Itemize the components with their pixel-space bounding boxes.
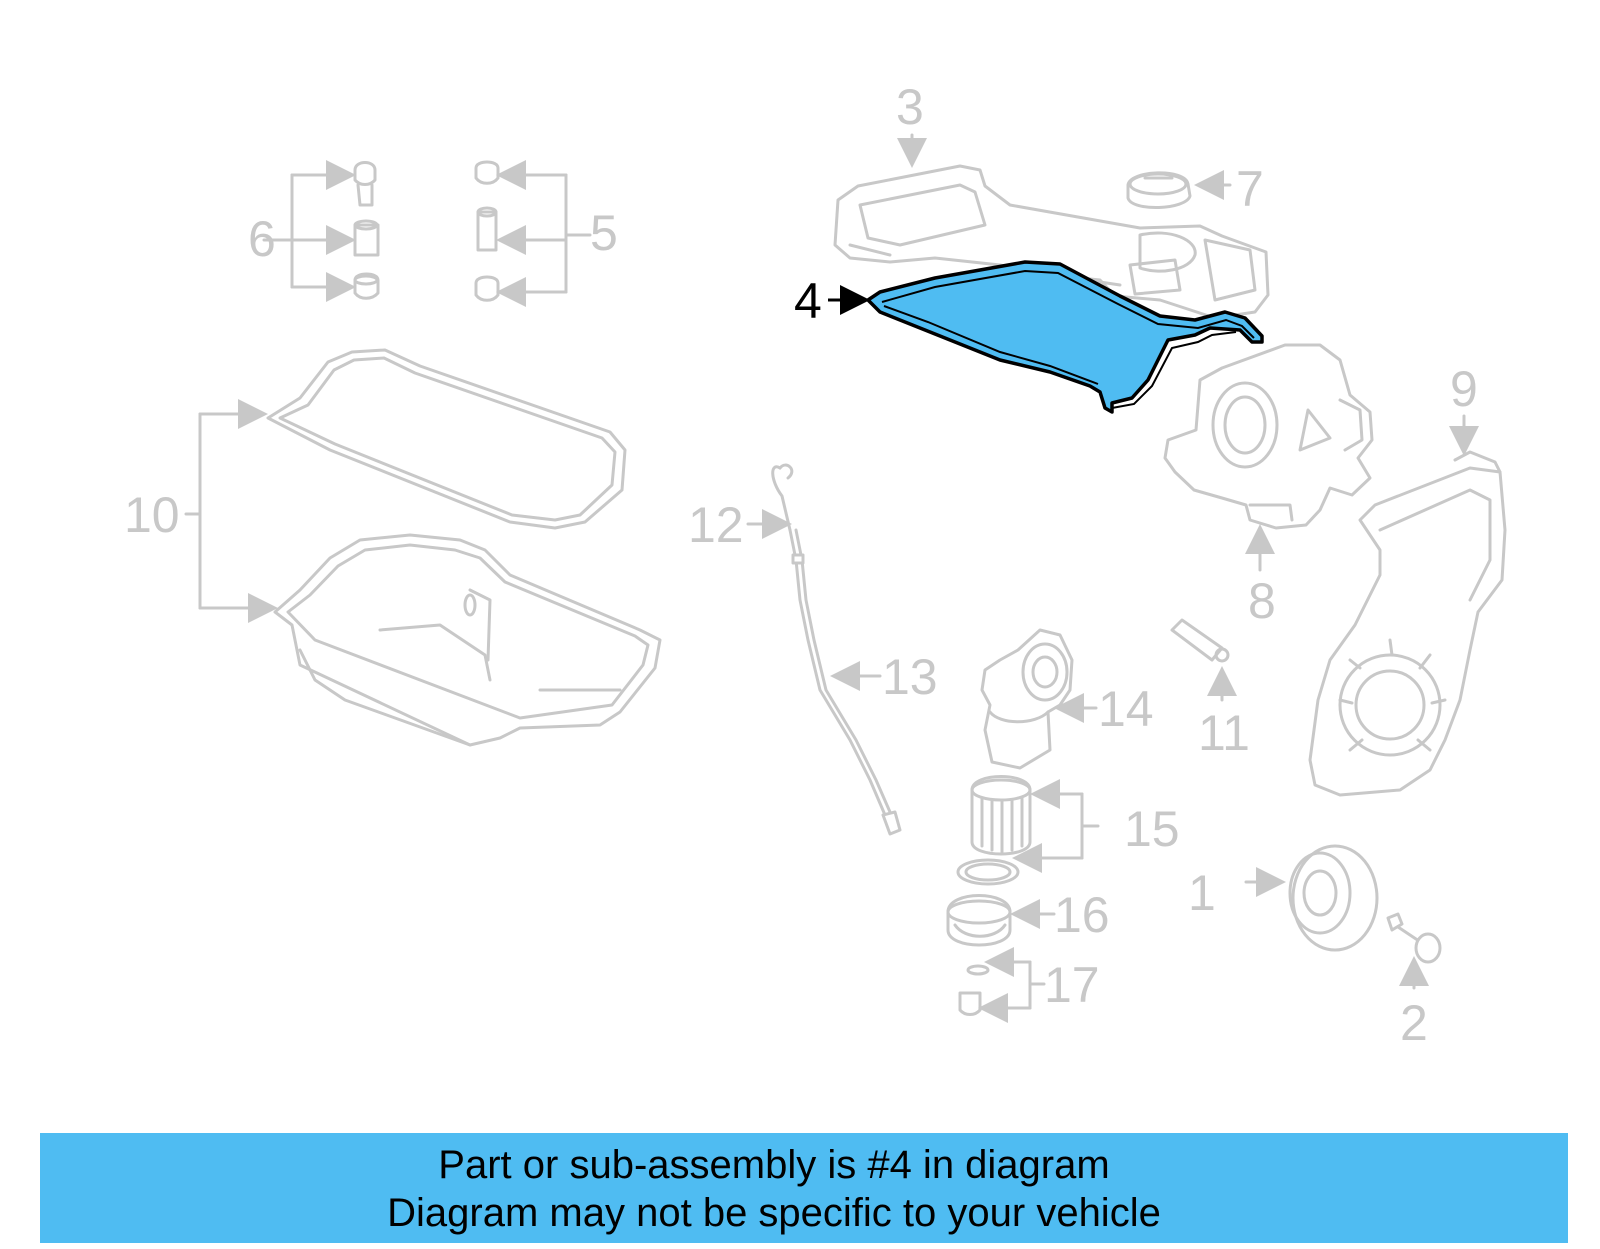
part-2-bolt[interactable] bbox=[1386, 912, 1442, 964]
part-12-13-dipstick[interactable] bbox=[771, 463, 902, 836]
callout-6[interactable]: 6 bbox=[248, 211, 276, 267]
caption-line-2: Diagram may not be specific to your vehi… bbox=[387, 1191, 1161, 1235]
callout-13[interactable]: 13 bbox=[882, 649, 938, 705]
part-16-filter-cap[interactable] bbox=[946, 894, 1012, 947]
part-5-fasteners[interactable] bbox=[474, 160, 500, 302]
part-4-gasket-highlighted[interactable] bbox=[866, 260, 1264, 414]
caption-banner: Part or sub-assembly is #4 in diagram Di… bbox=[40, 1133, 1568, 1243]
caption-line-1: Part or sub-assembly is #4 in diagram bbox=[438, 1143, 1110, 1187]
part-6-fasteners[interactable] bbox=[353, 161, 380, 300]
callout-2[interactable]: 2 bbox=[1400, 995, 1428, 1051]
callout-14[interactable]: 14 bbox=[1098, 681, 1154, 737]
callout-16[interactable]: 16 bbox=[1054, 887, 1110, 943]
callout-5[interactable]: 5 bbox=[590, 205, 618, 261]
callout-4[interactable]: 4 bbox=[794, 273, 822, 329]
callout-9[interactable]: 9 bbox=[1450, 361, 1478, 417]
part-14-filter-housing[interactable] bbox=[980, 628, 1074, 770]
callout-12[interactable]: 12 bbox=[688, 497, 744, 553]
part-15-filter[interactable] bbox=[956, 775, 1032, 886]
callout-8[interactable]: 8 bbox=[1248, 573, 1276, 629]
leader-lines bbox=[184, 133, 1479, 1023]
callout-17[interactable]: 17 bbox=[1044, 957, 1100, 1013]
callout-10[interactable]: 10 bbox=[124, 487, 180, 543]
callout-11[interactable]: 11 bbox=[1198, 705, 1250, 761]
part-1-pulley[interactable] bbox=[1288, 844, 1379, 952]
callout-1[interactable]: 1 bbox=[1188, 865, 1216, 921]
part-8-housing[interactable] bbox=[1163, 343, 1374, 530]
part-11-sensor[interactable] bbox=[1170, 618, 1230, 663]
part-7-cap[interactable] bbox=[1126, 171, 1192, 209]
part-9-timing-cover[interactable] bbox=[1308, 450, 1507, 797]
part-10-oil-pan[interactable] bbox=[266, 348, 662, 747]
callout-7[interactable]: 7 bbox=[1236, 161, 1264, 217]
callout-3[interactable]: 3 bbox=[896, 79, 924, 135]
callout-15[interactable]: 15 bbox=[1124, 801, 1180, 857]
